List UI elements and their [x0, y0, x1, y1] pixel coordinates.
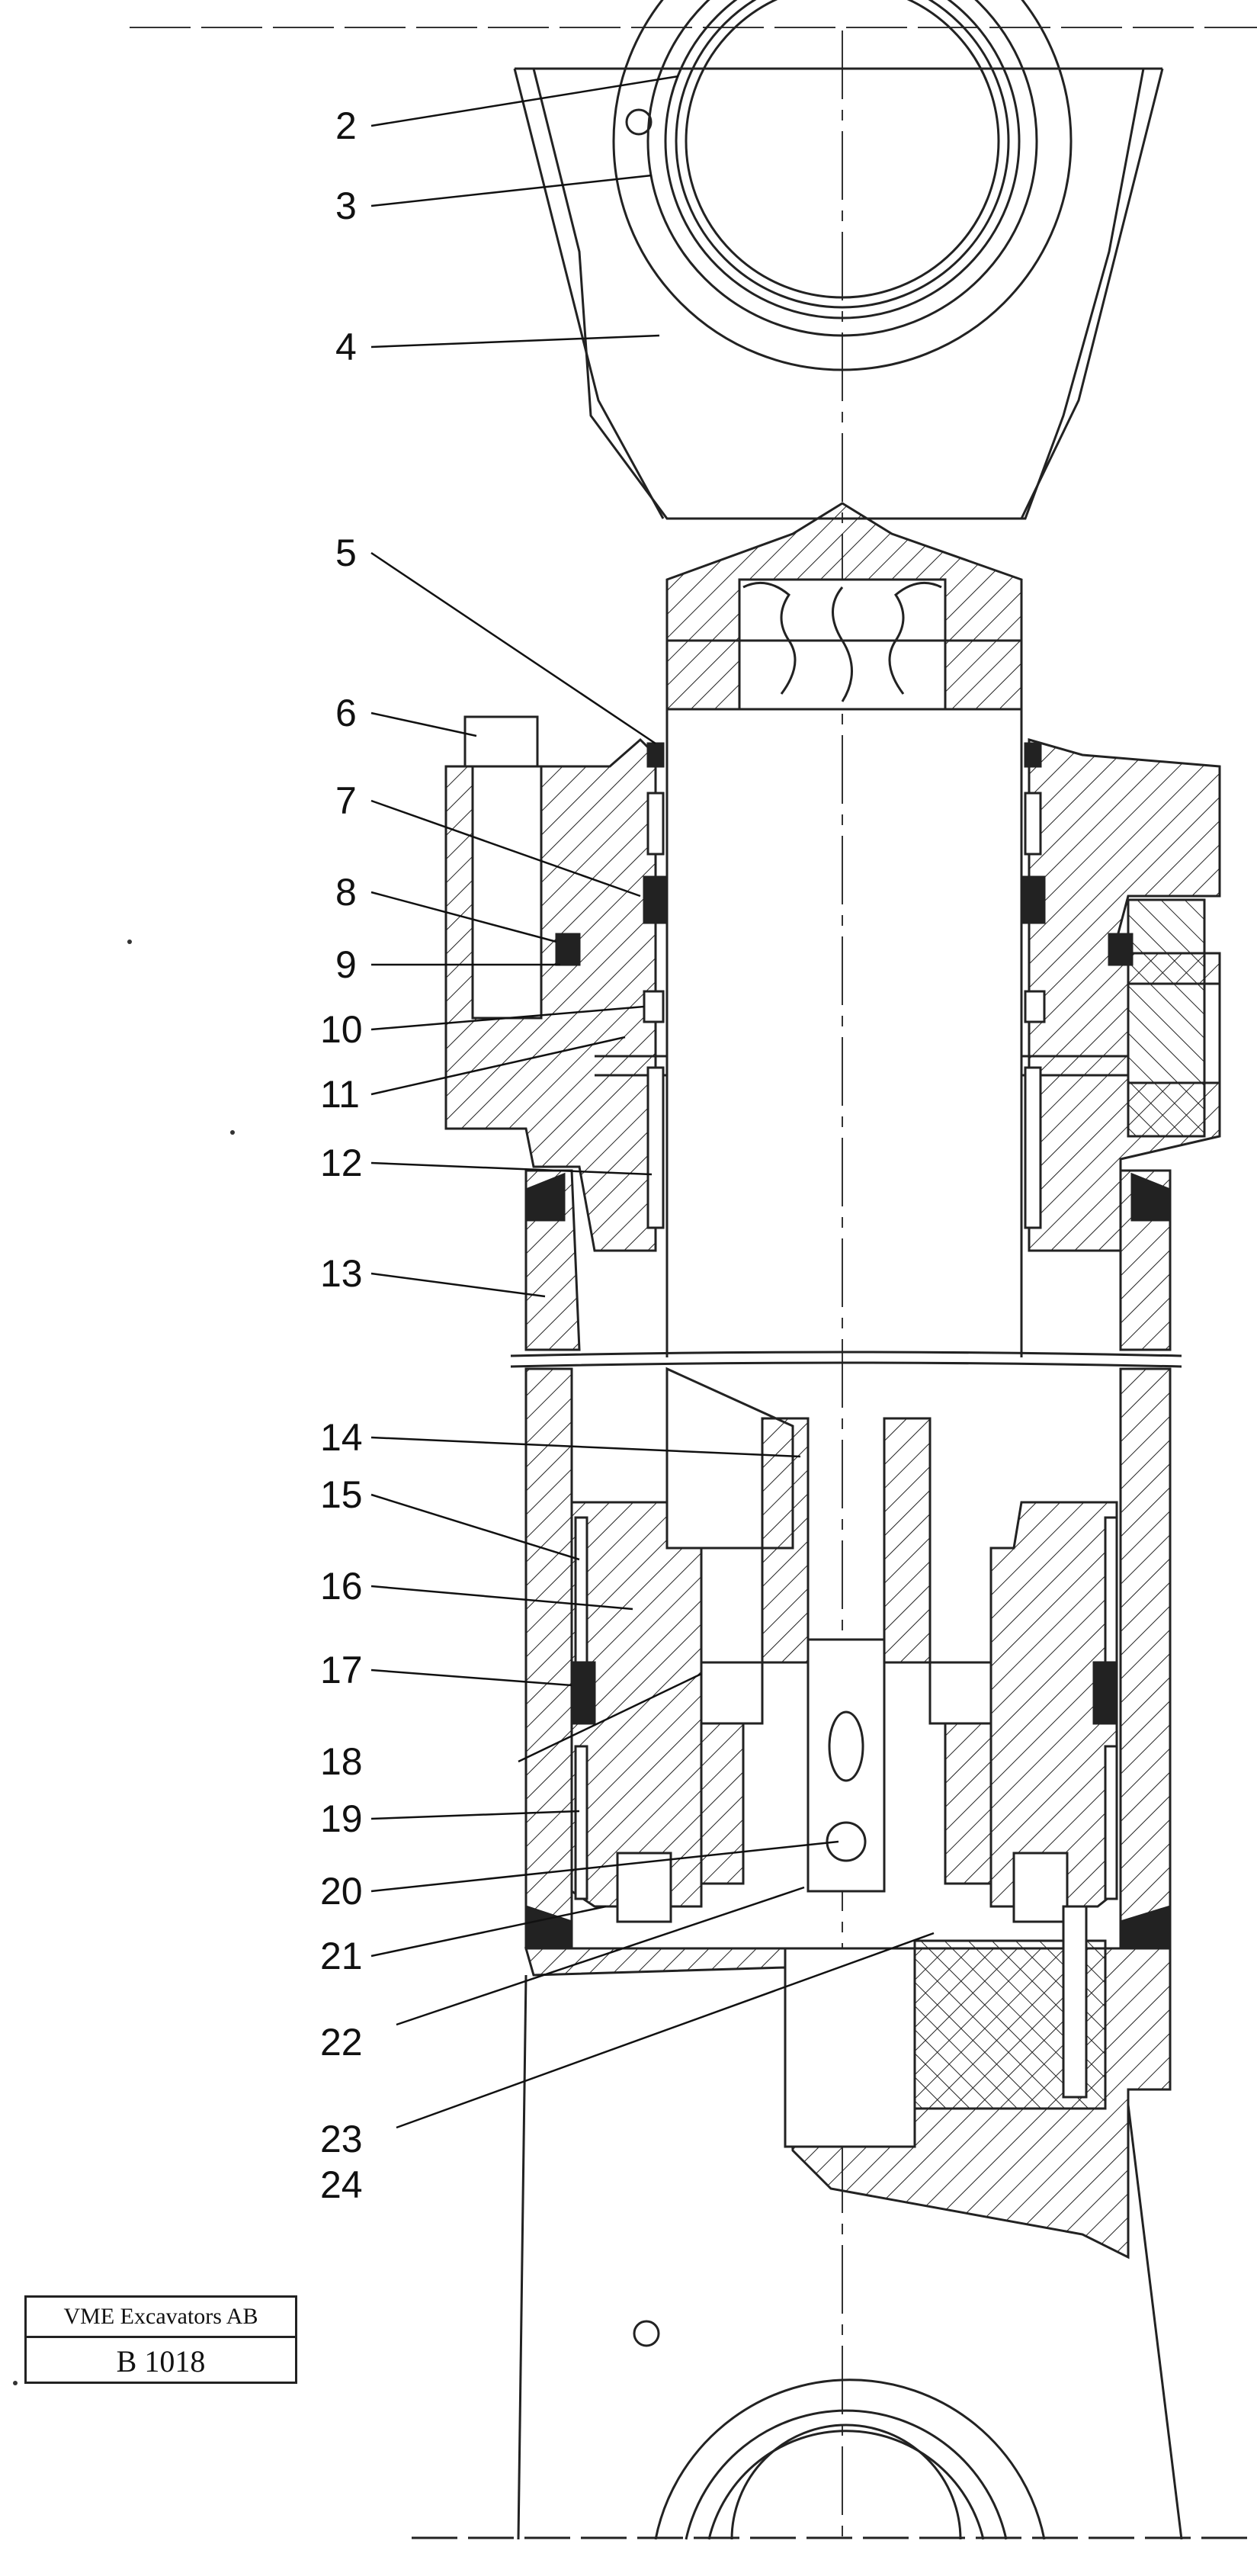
callout-13: 13 [320, 1252, 363, 1295]
title-block: VME Excavators AB B 1018 [24, 2295, 297, 2384]
callout-7: 7 [335, 779, 357, 822]
callout-19: 19 [320, 1797, 363, 1840]
callout-3: 3 [335, 185, 357, 227]
callout-23: 23 [320, 2118, 363, 2160]
callout-10: 10 [320, 1008, 363, 1051]
callout-8: 8 [335, 871, 357, 914]
rod-eye [513, 0, 1164, 520]
bottom-eye [412, 1974, 1257, 2540]
callout-4: 4 [335, 326, 357, 368]
callout-21: 21 [320, 1935, 363, 1977]
break-lines [510, 1351, 1182, 1368]
callout-2: 2 [335, 104, 357, 147]
piston [570, 1367, 1118, 1923]
callout-11: 11 [320, 1073, 360, 1116]
callout-6: 6 [335, 692, 357, 734]
title-block-company: VME Excavators AB [27, 2298, 295, 2338]
callout-12: 12 [320, 1142, 363, 1184]
title-block-code: B 1018 [116, 2343, 206, 2378]
callout-20: 20 [320, 1870, 363, 1913]
callout-22: 22 [320, 2021, 363, 2064]
callout-16: 16 [320, 1565, 363, 1608]
rod-head-section [665, 502, 1023, 711]
callout-14: 14 [320, 1416, 363, 1459]
callout-24: 24 [320, 2163, 363, 2206]
callout-15: 15 [320, 1473, 363, 1516]
callout-17: 17 [320, 1649, 363, 1691]
stray-dot [127, 940, 132, 944]
callout-9: 9 [335, 943, 357, 986]
callout-18: 18 [320, 1740, 363, 1783]
callout-numbers: 2 3 4 5 6 7 8 9 10 11 12 13 14 15 16 17 … [320, 104, 363, 2206]
callout-5: 5 [335, 532, 357, 574]
leader-lines [370, 75, 935, 2129]
barrel-upper [524, 1169, 1172, 1351]
cylinder-head [444, 715, 1221, 1252]
piston-rod-upper [665, 709, 1023, 1357]
stray-dot [230, 1130, 235, 1135]
stray-dot [13, 2381, 18, 2385]
cylinder-bottom [524, 1905, 1172, 2260]
